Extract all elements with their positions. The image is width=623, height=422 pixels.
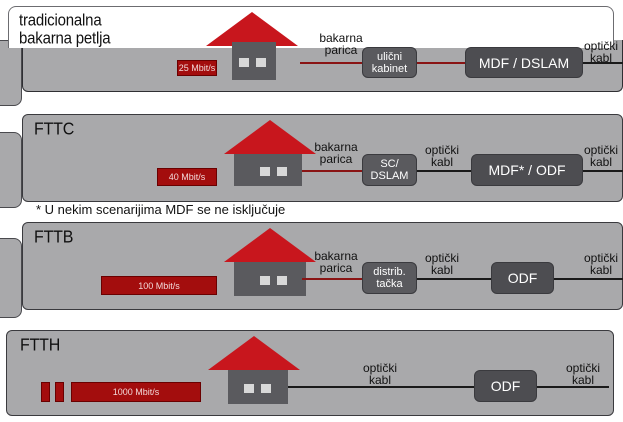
row-fttb-fiber-line-1 [417, 278, 491, 280]
row-traditional-fiber-label: optički kabl [583, 39, 618, 65]
row-ftth-fiber-line-1 [288, 386, 474, 388]
row-traditional-title-line2: bakarna petlja [19, 29, 111, 48]
row-fttc-copper-label: bakarna parica [314, 140, 358, 166]
row-fttc-title: FTTC [34, 120, 75, 139]
row-fttb-fiber-line-2 [554, 278, 623, 280]
row-traditional-copper-label: bakarna parica [319, 31, 363, 57]
row-traditional-street-cabinet-box: ulični kabinet [362, 47, 417, 78]
row-ftth-odf-box: ODF [474, 370, 537, 402]
row-fttc-speed-bar: 40 Mbit/s [157, 168, 217, 186]
row-traditional-house-icon [206, 12, 298, 80]
row-ftth-house-icon [208, 336, 300, 404]
row-fttc-fiber-label-2: optički kabl [583, 143, 618, 169]
row-fttb-distribution-point-box: distrib. tačka [362, 262, 417, 294]
row-fttb-house-icon [224, 228, 316, 296]
row-traditional-title-line1: tradicionalna [19, 11, 102, 30]
row-fttc-sc-dslam-box: SC/ DSLAM [362, 154, 417, 186]
row-fttb-copper-label: bakarna parica [314, 249, 358, 275]
row-fttc-copper-line [302, 170, 362, 172]
row-ftth-fiber-label-1: optički kabl [362, 361, 397, 387]
row-ftth-title: FTTH [20, 336, 61, 355]
row-fttb-fiber-label-2: optički kabl [583, 251, 618, 277]
row-traditional-copper-line-2 [417, 62, 465, 64]
row-traditional-mdf-dslam-box: MDF / DSLAM [465, 47, 583, 78]
row-ftth-speed-tick-2 [55, 382, 64, 402]
row-fttc-mdf-odf-box: MDF* / ODF [471, 154, 583, 186]
row-fttb-outer [0, 238, 22, 318]
row-fttb-title: FTTB [34, 228, 74, 247]
row-traditional-header [8, 6, 614, 48]
row-fttc-fiber-line-1 [417, 170, 471, 172]
row-fttc-house-icon [224, 120, 316, 186]
row-traditional-speed-bar: 25 Mbit/s [177, 60, 217, 76]
row-traditional-fiber-line [583, 62, 623, 64]
mdf-footnote: * U nekim scenarijima MDF se ne isključu… [36, 202, 286, 217]
row-traditional-outer [0, 40, 22, 106]
row-fttb-fiber-label-1: optički kabl [424, 251, 459, 277]
row-ftth-fiber-line-2 [537, 386, 609, 388]
row-ftth-fiber-label-2: optički kabl [565, 361, 600, 387]
row-traditional-copper-line-1 [300, 62, 362, 64]
row-fttb-copper-line [302, 278, 362, 280]
row-fttb-speed-bar: 100 Mbit/s [101, 276, 217, 295]
row-fttc-outer [0, 132, 22, 208]
row-fttc-fiber-label-1: optički kabl [424, 143, 459, 169]
row-fttb-odf-box: ODF [491, 262, 554, 294]
row-fttc-fiber-line-2 [583, 170, 623, 172]
row-ftth-speed-bar: 1000 Mbit/s [71, 382, 201, 402]
row-ftth-speed-tick-1 [41, 382, 50, 402]
